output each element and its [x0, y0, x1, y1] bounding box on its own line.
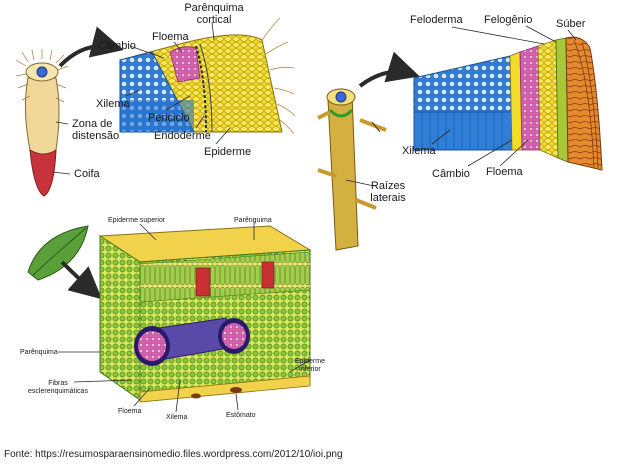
- stem-arrow: [358, 51, 420, 88]
- label-leaf-epiderme-inferior: Epiderme inferior: [295, 358, 325, 373]
- label-root-endoderme: Endoderme: [154, 130, 211, 142]
- label-stem-feloderma: Feloderma: [410, 14, 463, 26]
- leaf-arrow: [60, 260, 103, 300]
- leaf-drawing: [27, 225, 89, 281]
- label-stem-felogenio: Felogênio: [484, 14, 533, 26]
- stem-cross-section-block: [413, 36, 603, 171]
- label-root-xilema: Xilema: [96, 98, 130, 110]
- stem-drawing: [317, 88, 387, 251]
- label-leaf-parenquima-top: Parênquima: [234, 217, 272, 224]
- label-leaf-fibras: Fibras esclerenquimáticas: [28, 380, 88, 395]
- leaf-cross-section-block: [98, 225, 312, 403]
- label-root-zona-distensao: Zona de distensão: [72, 118, 120, 142]
- label-stem-suber: Súber: [556, 18, 586, 30]
- source-caption: Fonte: https://resumosparaensinomedio.fi…: [4, 449, 343, 460]
- label-root-parenquima-cortical: Parênquima cortical: [184, 2, 244, 26]
- label-stem-xilema: Xilema: [402, 145, 436, 157]
- source-url: https://resumosparaensinomedio.files.wor…: [35, 449, 343, 460]
- label-leaf-estomato: Estômato: [226, 412, 256, 419]
- label-root-periciclo: Periciclo: [148, 112, 190, 124]
- label-stem-raizes-laterais: Raízes laterais: [370, 180, 406, 204]
- label-leaf-epiderme-superior: Epiderme superior: [108, 217, 166, 224]
- label-leaf-floema: Floema: [118, 408, 142, 415]
- label-leader-lines: [51, 21, 577, 413]
- label-stem-cambio: Câmbio: [432, 168, 470, 180]
- root-tip-drawing: [15, 49, 69, 197]
- label-root-cambio: Câmbio: [98, 40, 136, 52]
- root-cross-section-block: [119, 17, 296, 135]
- label-stem-floema: Floema: [486, 166, 523, 178]
- label-root-epiderme: Epiderme: [204, 146, 252, 158]
- root-arrow: [58, 26, 124, 68]
- label-root-coifa: Coifa: [74, 168, 100, 180]
- label-root-floema: Floema: [152, 31, 189, 43]
- label-leaf-parenquima-left: Parênquima: [20, 349, 58, 356]
- source-prefix: Fonte:: [4, 449, 33, 460]
- label-leaf-xilema: Xilema: [166, 414, 188, 421]
